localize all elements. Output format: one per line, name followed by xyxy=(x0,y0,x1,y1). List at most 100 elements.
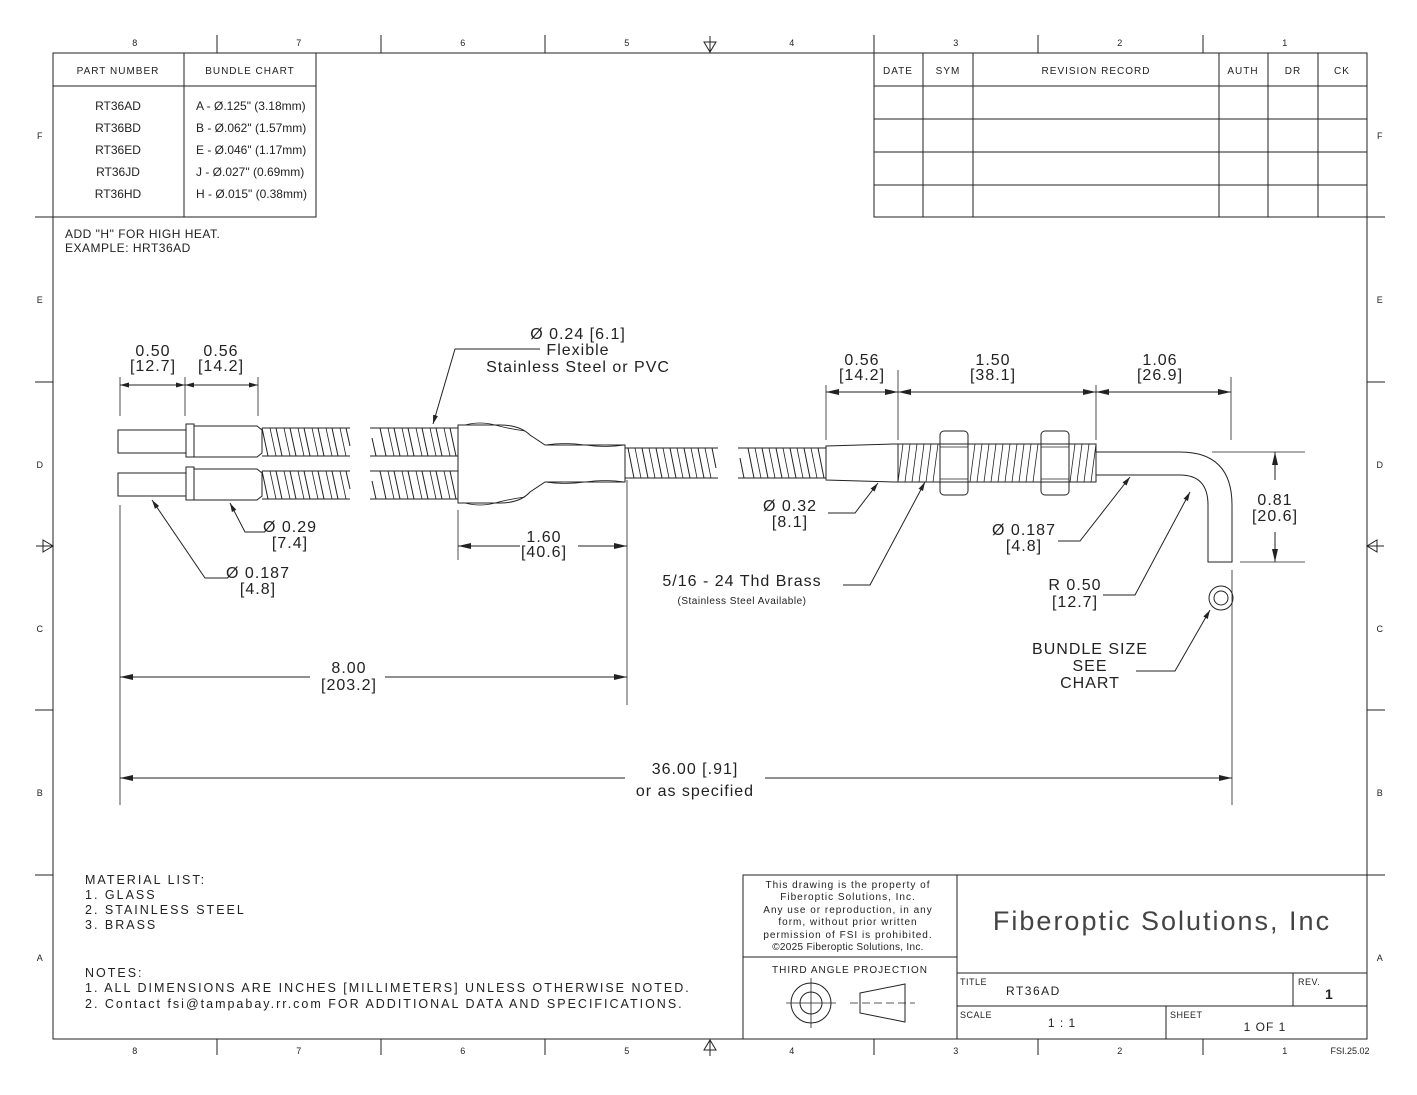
svg-text:8: 8 xyxy=(132,1046,138,1056)
dim-flex-material: Stainless Steel or PVC xyxy=(486,359,670,376)
leader-bundle-size xyxy=(1136,609,1211,672)
scale-label: SCALE xyxy=(960,1010,992,1020)
dim-032: Ø 0.32 xyxy=(763,498,817,515)
company-name: Fiberoptic Solutions, Inc xyxy=(993,906,1331,936)
header-ck: CK xyxy=(1334,66,1350,77)
svg-text:2: 2 xyxy=(1117,1046,1123,1056)
dim-r150-mm: [38.1] xyxy=(970,367,1016,384)
projection-symbol xyxy=(786,978,915,1028)
header-dr: DR xyxy=(1285,66,1301,77)
dim-056-mm: [14.2] xyxy=(198,358,244,375)
bundle-size-label: BUNDLE SIZE xyxy=(1032,641,1148,658)
leader-flexible xyxy=(432,348,540,425)
material-item-2: 2. STAINLESS STEEL xyxy=(85,903,246,917)
dim-029: Ø 0.29 xyxy=(263,519,317,536)
svg-text:B: B xyxy=(1377,788,1384,798)
material-list-title: MATERIAL LIST: xyxy=(85,873,206,887)
notes: NOTES: 1. ALL DIMENSIONS ARE INCHES [MIL… xyxy=(85,966,689,1011)
svg-text:F: F xyxy=(37,131,43,141)
bundle-row-2: B - Ø.062" (1.57mm) xyxy=(196,121,306,135)
part-row-5: RT36HD xyxy=(95,187,142,201)
dim-3600: 36.00 [.91] xyxy=(652,761,739,778)
property-line-5: permission of FSI is prohibited. xyxy=(763,930,932,941)
bundle-chart-table: PART NUMBER BUNDLE CHART RT36AD RT36BD R… xyxy=(52,52,317,218)
zone-ticks xyxy=(35,35,1385,1055)
dim-r106-mm: [26.9] xyxy=(1137,367,1183,384)
flex-conduit-right xyxy=(738,447,826,479)
property-line-4: form, without prior written xyxy=(778,917,917,928)
svg-text:1: 1 xyxy=(1282,38,1288,48)
svg-text:C: C xyxy=(37,624,44,634)
zone-labels-side: F E D C B A F E D C B A xyxy=(37,131,1384,963)
svg-text:A: A xyxy=(37,953,44,963)
svg-text:3: 3 xyxy=(953,38,959,48)
leader-r050 xyxy=(1103,491,1191,596)
high-heat-example: EXAMPLE: HRT36AD xyxy=(65,241,191,255)
svg-text:E: E xyxy=(1377,295,1384,305)
bundle-row-4: J - Ø.027" (0.69mm) xyxy=(196,165,304,179)
svg-text:5: 5 xyxy=(624,38,630,48)
part-row-1: RT36AD xyxy=(95,99,141,113)
high-heat-note: ADD "H" FOR HIGH HEAT. xyxy=(65,227,220,241)
threaded-body xyxy=(897,443,1097,483)
title-value: RT36AD xyxy=(1006,984,1061,998)
part-row-3: RT36ED xyxy=(95,143,141,157)
sheet-value: 1 OF 1 xyxy=(1244,1020,1287,1034)
material-list: MATERIAL LIST: 1. GLASS 2. STAINLESS STE… xyxy=(85,873,246,932)
dim-800-mm: [203.2] xyxy=(321,677,377,694)
bundle-row-3: E - Ø.046" (1.17mm) xyxy=(196,143,306,157)
part-row-4: RT36JD xyxy=(96,165,140,179)
svg-text:5: 5 xyxy=(624,1046,630,1056)
dim-081: 0.81 xyxy=(1257,492,1292,509)
bundle-row-5: H - Ø.015" (0.38mm) xyxy=(196,187,307,201)
dim-0187-mm: [4.8] xyxy=(240,581,276,598)
svg-text:4: 4 xyxy=(789,38,795,48)
leader-0187-right xyxy=(1058,476,1131,542)
notes-title: NOTES: xyxy=(85,966,144,980)
svg-text:2: 2 xyxy=(1117,38,1123,48)
header-part-number: PART NUMBER xyxy=(77,66,160,77)
dim-800: 8.00 xyxy=(331,660,366,677)
dim-flex-diameter: Ø 0.24 [6.1] xyxy=(530,326,626,343)
leader-0187-left xyxy=(151,499,228,579)
fiber-leg-break xyxy=(370,427,458,500)
part-row-2: RT36BD xyxy=(95,121,141,135)
svg-text:B: B xyxy=(37,788,44,798)
dim-r106: 1.06 xyxy=(1142,352,1177,369)
dim-r050: R 0.50 xyxy=(1048,577,1101,594)
dim-r0187-mm: [4.8] xyxy=(1006,538,1042,555)
ferrule xyxy=(825,443,899,483)
material-item-3: 3. BRASS xyxy=(85,918,157,932)
header-auth: AUTH xyxy=(1227,66,1258,77)
note-2: 2. Contact fsi@tampabay.rr.com FOR ADDIT… xyxy=(85,997,684,1011)
svg-text:6: 6 xyxy=(460,38,466,48)
dim-032-mm: [8.1] xyxy=(772,514,808,531)
dim-thread-alt: (Stainless Steel Available) xyxy=(678,596,807,607)
dim-050-mm: [12.7] xyxy=(130,358,176,375)
svg-text:D: D xyxy=(1377,460,1384,470)
property-line-6: ©2025 Fiberoptic Solutions, Inc. xyxy=(772,942,924,953)
property-line-2: Fiberoptic Solutions, Inc. xyxy=(780,892,916,903)
dim-160-mm: [40.6] xyxy=(521,544,567,561)
property-line-1: This drawing is the property of xyxy=(766,880,931,891)
dim-thread: 5/16 - 24 Thd Brass xyxy=(662,573,821,590)
bundle-end-outer xyxy=(1208,585,1234,611)
leader-029 xyxy=(229,502,265,533)
material-item-1: 1. GLASS xyxy=(85,888,157,902)
svg-text:7: 7 xyxy=(296,38,302,48)
bundle-row-1: A - Ø.125" (3.18mm) xyxy=(196,99,306,113)
dim-081-mm: [20.6] xyxy=(1252,508,1298,525)
bundle-see-label: SEE xyxy=(1072,658,1107,675)
projection-label: THIRD ANGLE PROJECTION xyxy=(772,965,928,976)
breakout-housing xyxy=(457,424,626,504)
dim-r050-mm: [12.7] xyxy=(1052,594,1098,611)
leader-032 xyxy=(828,482,879,514)
header-sym: SYM xyxy=(936,66,961,77)
header-bundle-chart: BUNDLE CHART xyxy=(205,66,295,77)
dim-r0187: Ø 0.187 xyxy=(992,522,1056,539)
svg-text:4: 4 xyxy=(789,1046,795,1056)
dim-flex-label: Flexible xyxy=(546,342,609,359)
property-line-3: Any use or reproduction, in any xyxy=(763,905,932,916)
document-code: FSI.25.02 xyxy=(1330,1046,1369,1056)
